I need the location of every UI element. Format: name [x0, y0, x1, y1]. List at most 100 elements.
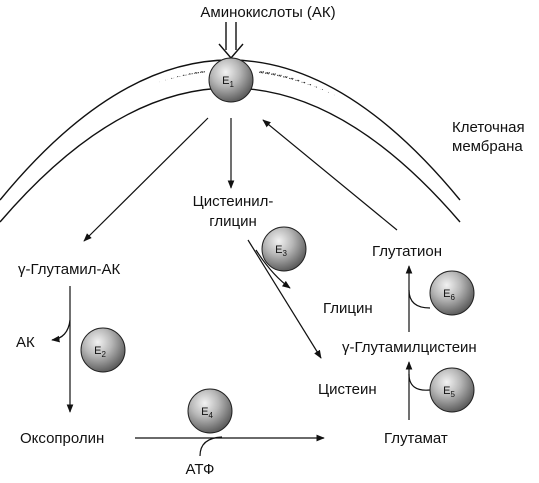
membrane-hatch-stroke: [303, 83, 310, 95]
membrane-hatch-stroke: [362, 116, 369, 127]
membrane-hatch-stroke: [61, 139, 68, 150]
label-amino-acids: Аминокислоты (АК): [200, 4, 335, 21]
membrane-hatch-stroke: [328, 94, 335, 106]
membrane-hatch-stroke: [114, 101, 121, 112]
membrane-hatch-stroke: [42, 155, 49, 166]
membrane-hatch-stroke: [260, 71, 267, 83]
membrane-hatch-stroke: [14, 185, 21, 196]
membrane-hatch-stroke: [104, 108, 111, 119]
membrane-hatch-stroke: [151, 83, 158, 95]
membrane-hatch-stroke: [290, 79, 297, 91]
membrane-hatch-stroke: [75, 129, 82, 141]
membrane-hatch-stroke: [440, 185, 447, 196]
membrane-hatch-stroke: [331, 97, 338, 109]
membrane-hatch-stroke: [350, 108, 357, 119]
membrane-hatch-stroke: [97, 112, 104, 123]
membrane-hatch-stroke: [50, 149, 57, 161]
membrane-hatch-stroke: [266, 73, 273, 84]
membrane-hatch-stroke: [45, 155, 52, 166]
membrane-hatch-stroke: [81, 125, 88, 136]
membrane-hatch-stroke: [1, 198, 8, 200]
label-cysteinylglycine-line1: Цистеинил-: [193, 193, 274, 210]
membrane-hatch-stroke: [272, 74, 279, 86]
membrane-hatch-stroke: [8, 192, 15, 200]
membrane-hatch-stroke: [352, 108, 359, 119]
enzyme-e5: E5: [429, 367, 475, 413]
membrane-hatch-stroke: [344, 104, 351, 116]
membrane-hatch-stroke: [337, 101, 344, 112]
membrane-hatch-stroke: [103, 108, 110, 119]
membrane-hatch-stroke: [26, 172, 33, 184]
membrane-hatch-stroke: [339, 101, 346, 112]
membrane-hatch-stroke: [13, 185, 20, 196]
membrane-hatch-stroke: [93, 116, 99, 127]
label-glutathione: Глутатион: [372, 243, 442, 260]
label-glycine: Глицин: [323, 300, 373, 317]
membrane-hatch-stroke: [120, 97, 127, 109]
membrane-hatch-stroke: [334, 97, 341, 109]
membrane-hatch-stroke: [98, 112, 105, 123]
membrane-hatch-stroke: [425, 172, 432, 184]
membrane-hatch-stroke: [19, 179, 25, 190]
membrane-hatch-stroke: [22, 179, 29, 190]
svg-text:E1: E1: [222, 75, 234, 89]
membrane-hatch-stroke: [179, 74, 186, 86]
svg-text:E3: E3: [275, 244, 287, 258]
membrane-hatch-stroke: [110, 104, 117, 116]
membrane-hatch-stroke: [414, 160, 421, 172]
membrane-hatch-stroke: [417, 160, 424, 172]
membrane-hatch-stroke: [36, 160, 43, 172]
membrane-hatch-stroke: [423, 166, 430, 178]
membrane-hatch-stroke: [421, 166, 428, 178]
membrane-hatch-stroke: [376, 125, 382, 136]
membrane-hatch-stroke: [398, 144, 404, 156]
membrane-hatch-stroke: [449, 198, 456, 200]
membrane-hatch-stroke: [333, 97, 340, 109]
membrane-hatch-stroke: [439, 185, 446, 196]
membrane-hatch-stroke: [113, 101, 120, 112]
membrane-hatch-stroke: [154, 81, 161, 93]
membrane-hatch-stroke: [173, 76, 180, 87]
membrane-hatch-stroke: [296, 81, 303, 93]
svg-text:E2: E2: [94, 345, 106, 359]
membrane-hatch-stroke: [136, 89, 143, 100]
membrane-hatch-stroke: [358, 112, 365, 123]
membrane-hatch-stroke: [138, 89, 145, 100]
membrane-hatch-stroke: [346, 104, 353, 116]
membrane-hatch-stroke: [91, 116, 98, 127]
membrane-hatch-stroke: [116, 101, 123, 112]
membrane-hatch-stroke: [134, 91, 141, 103]
membrane-hatch-stroke: [160, 79, 167, 91]
membrane-hatch-stroke: [66, 134, 73, 145]
membrane-hatch-stroke: [181, 74, 188, 86]
membrane-hatch-stroke: [433, 179, 440, 190]
arrow-e3-branch: [255, 249, 291, 289]
membrane-hatch-stroke: [427, 172, 434, 184]
membrane-hatch-stroke: [20, 179, 27, 190]
membrane-hatch-stroke: [366, 120, 373, 132]
arrow-atp-input: [199, 436, 223, 457]
membrane-hatch-stroke: [299, 81, 306, 93]
membrane-hatch-stroke: [452, 198, 459, 200]
membrane-hatch-stroke: [443, 192, 450, 200]
membrane-hatch-stroke: [361, 116, 367, 127]
membrane-hatch-stroke: [420, 166, 426, 178]
membrane-hatch-stroke: [148, 83, 155, 95]
membrane-hatch-stroke: [305, 83, 312, 95]
membrane-hatch-stroke: [340, 101, 347, 112]
membrane-hatch-stroke: [364, 116, 371, 127]
membrane-hatch-stroke: [403, 149, 410, 161]
membrane-hatch-stroke: [162, 79, 169, 91]
membrane-hatch-stroke: [372, 125, 379, 136]
membrane-hatch-stroke: [39, 160, 46, 172]
membrane-hatch-stroke: [0, 206, 4, 216]
membrane-hatch-stroke: [56, 144, 62, 156]
membrane-hatch-stroke: [287, 77, 294, 89]
arrow-cysteine-input: [408, 373, 431, 391]
membrane-hatch-stroke: [168, 77, 174, 89]
membrane-hatch-stroke: [4, 198, 11, 200]
membrane-hatch-stroke: [297, 81, 304, 93]
membrane-hatch-stroke: [79, 125, 86, 136]
membrane-hatch-stroke: [85, 120, 92, 132]
membrane-hatch-stroke: [163, 79, 170, 91]
